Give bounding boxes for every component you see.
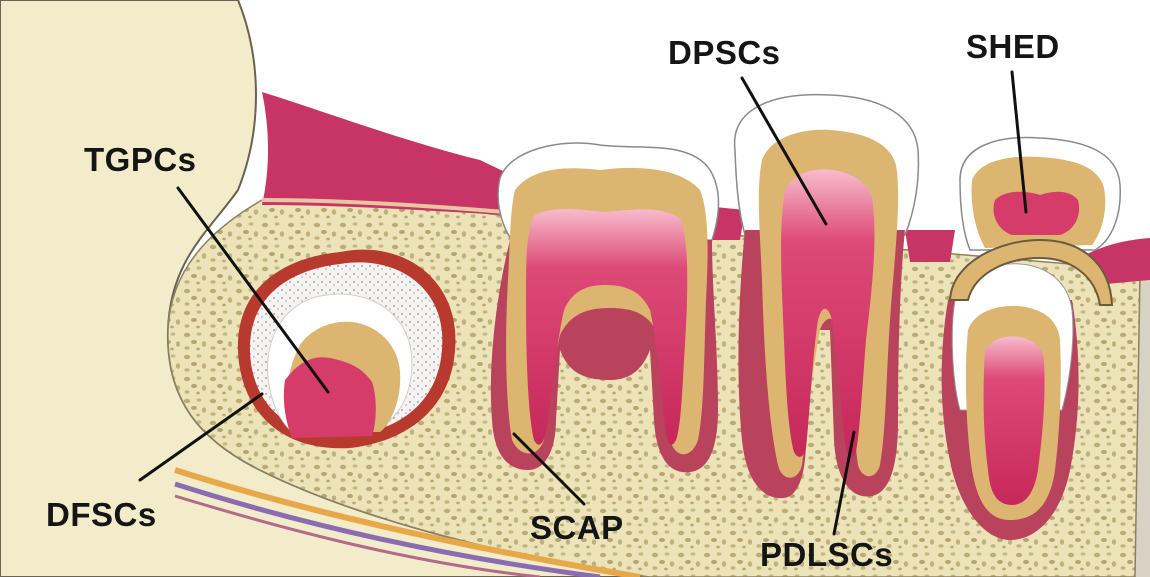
gingiva — [262, 92, 505, 215]
label-scap: SCAP — [530, 511, 624, 544]
gingiva-between-2 — [905, 230, 955, 262]
label-dfscs: DFSCs — [46, 498, 157, 531]
label-tgpcs: TGPCs — [84, 143, 197, 176]
label-pdlscs: PDLSCs — [760, 538, 893, 571]
primary-pulp — [994, 192, 1080, 235]
successor-pulp — [984, 336, 1045, 505]
label-shed: SHED — [966, 30, 1060, 63]
label-dpscs: DPSCs — [668, 36, 781, 69]
